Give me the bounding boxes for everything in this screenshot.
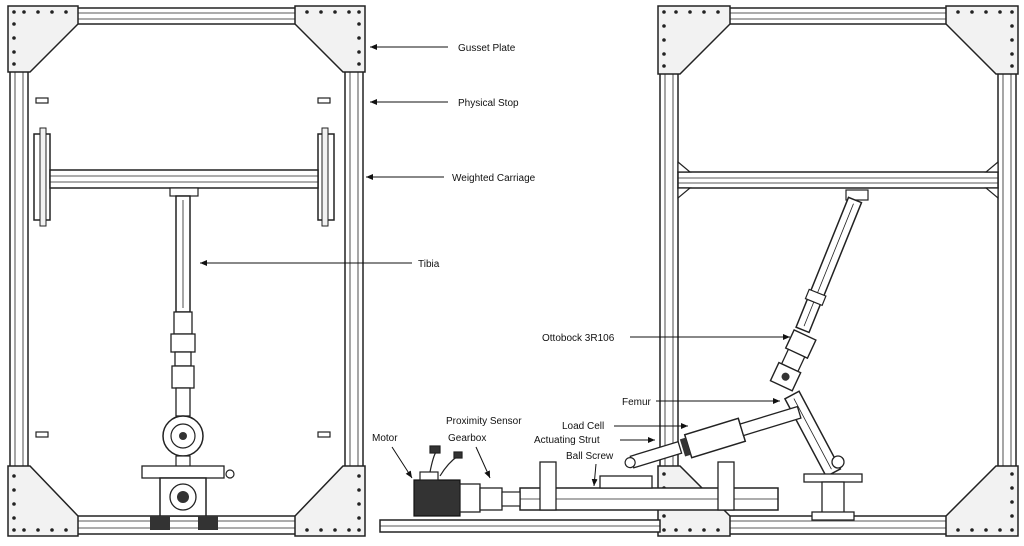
right-frame-side-view [624, 5, 1019, 537]
motor-cables [429, 445, 463, 477]
motor-arrow [391, 446, 413, 479]
ottobock-label: Ottobock 3R106 [542, 333, 615, 344]
gearbox-arrow [475, 446, 491, 479]
femur-label: Femur [622, 397, 652, 408]
left-frame-front-view [7, 5, 366, 537]
load-cell-label: Load Cell [562, 421, 604, 432]
gusset-plate-top-right [294, 5, 366, 73]
proximity-bracket-right [717, 461, 735, 511]
right-carriage-beam [677, 171, 999, 189]
left-upright-left [9, 7, 29, 535]
right-gusset-top-left [657, 5, 731, 75]
tibia-assembly [162, 195, 204, 471]
motor [413, 471, 481, 517]
annotations: Gusset Plate Physical Stop Weighted Carr… [200, 43, 790, 487]
gearbox [479, 487, 521, 511]
ottobock-knee [769, 328, 817, 392]
right-upright-right [997, 7, 1017, 535]
tibia-label: Tibia [418, 259, 440, 270]
right-upright-left [659, 7, 679, 535]
actuation-assembly [379, 445, 779, 533]
right-frame-brackets [677, 160, 999, 200]
left-base-mount [141, 465, 235, 530]
gusset-plate-bottom-left [7, 465, 79, 537]
right-gusset-top-right [945, 5, 1019, 75]
gusset-plate-label: Gusset Plate [458, 43, 516, 54]
left-upright-right [344, 7, 364, 535]
gearbox-label: Gearbox [448, 433, 486, 444]
ball-screw-arrow [591, 463, 598, 487]
ball-screw-carriage [599, 475, 653, 489]
proximity-bracket-left [539, 461, 557, 511]
actuating-strut-label: Actuating Strut [534, 435, 600, 446]
right-tibia [795, 189, 869, 334]
weighted-carriage [33, 127, 335, 227]
gusset-plate-bottom-right [294, 465, 366, 537]
physical-stop-markers [35, 97, 331, 438]
weighted-carriage-label: Weighted Carriage [452, 173, 536, 184]
actuating-strut [624, 440, 683, 469]
gusset-plate-top-left [7, 5, 79, 73]
right-gusset-bottom-right [945, 465, 1019, 537]
physical-stop-label: Physical Stop [458, 98, 519, 109]
ball-screw-label: Ball Screw [566, 451, 614, 462]
load-cell [679, 405, 802, 459]
right-foot-mount [803, 455, 863, 521]
proximity-sensor-label: Proximity Sensor [446, 416, 522, 427]
motor-label: Motor [372, 433, 398, 444]
